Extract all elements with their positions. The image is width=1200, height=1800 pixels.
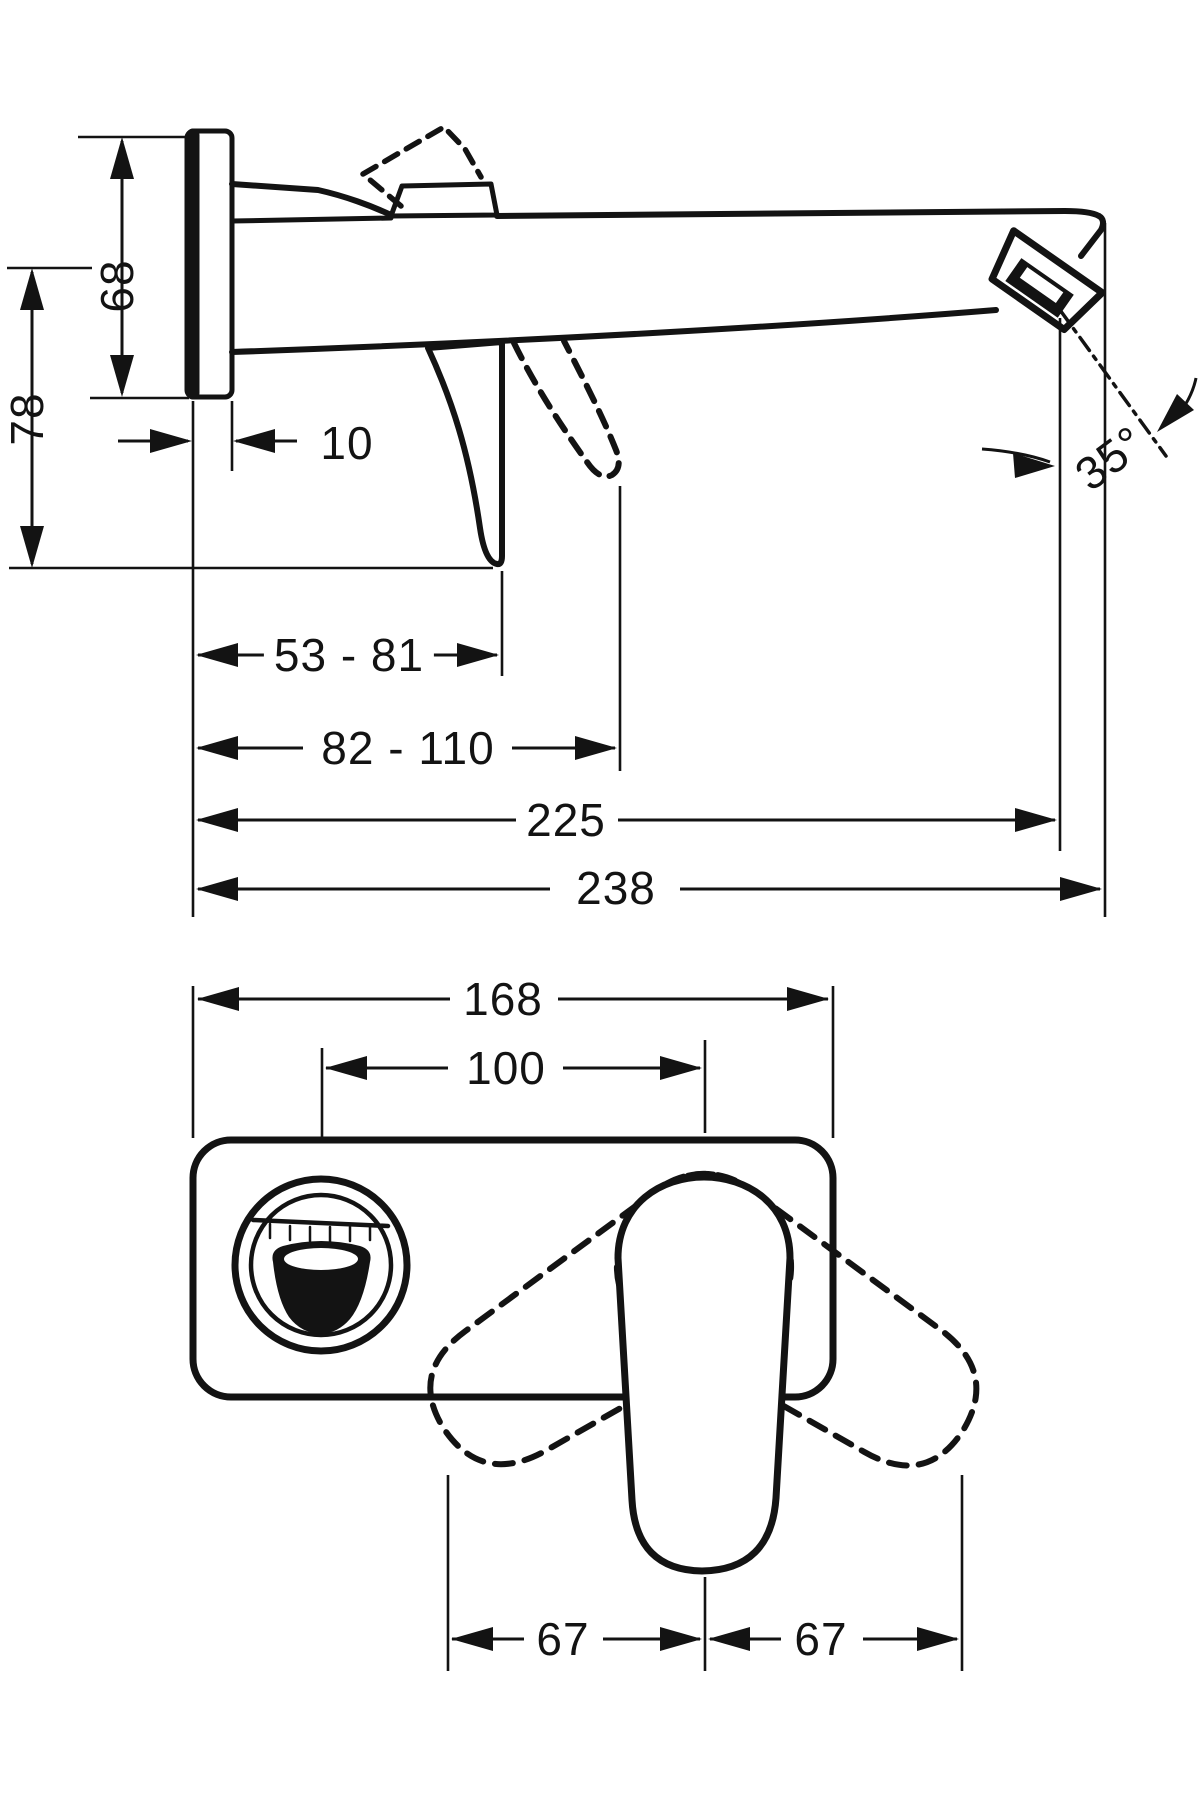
side-view-dimensions [7,135,1198,917]
dim-label-total-projection: 238 [566,865,666,911]
dim-label-lever-reach-range: 53 - 81 [263,632,435,678]
dim-label-outlet-to-lever-drop: 78 [1,392,53,446]
flow-axis-dashdot [1058,308,1168,458]
dim-label-lever-open-reach-range: 82 - 110 [311,725,505,771]
aerator-nozzle [988,227,1106,334]
dim-label-plate-height: 68 [91,259,143,313]
dim-label-plate-width: 168 [453,976,553,1022]
outlet-mouth-highlight [284,1248,358,1270]
side-view-object [184,124,1168,568]
spout-profile [229,181,1107,355]
handle-cap-solid [388,181,500,219]
extension-lines-side [7,135,1107,917]
handle-solid-front [614,1173,794,1575]
dim-label-handle-swing-right: 67 [784,1616,858,1662]
spout-outlet-front [231,1175,411,1355]
dimension-lines-side [30,141,1198,891]
front-view-dimensions [191,986,964,1671]
dim-label-handle-swing-left: 67 [526,1616,600,1662]
dim-label-outlet-projection: 225 [516,797,616,843]
dim-label-plate-depth: 10 [310,420,384,466]
extension-lines-front [191,986,964,1671]
dim-label-outlet-to-handle-axis: 100 [456,1045,556,1091]
arrowheads-front [197,987,959,1651]
arrowheads-side [20,137,1194,901]
aerator-ticks [268,1222,372,1243]
escutcheon-plate-side [184,128,235,400]
handle-cap-dashed [360,124,484,209]
front-view-object [189,1136,980,1575]
lever-solid [425,339,505,568]
lever-dashed [511,338,622,480]
